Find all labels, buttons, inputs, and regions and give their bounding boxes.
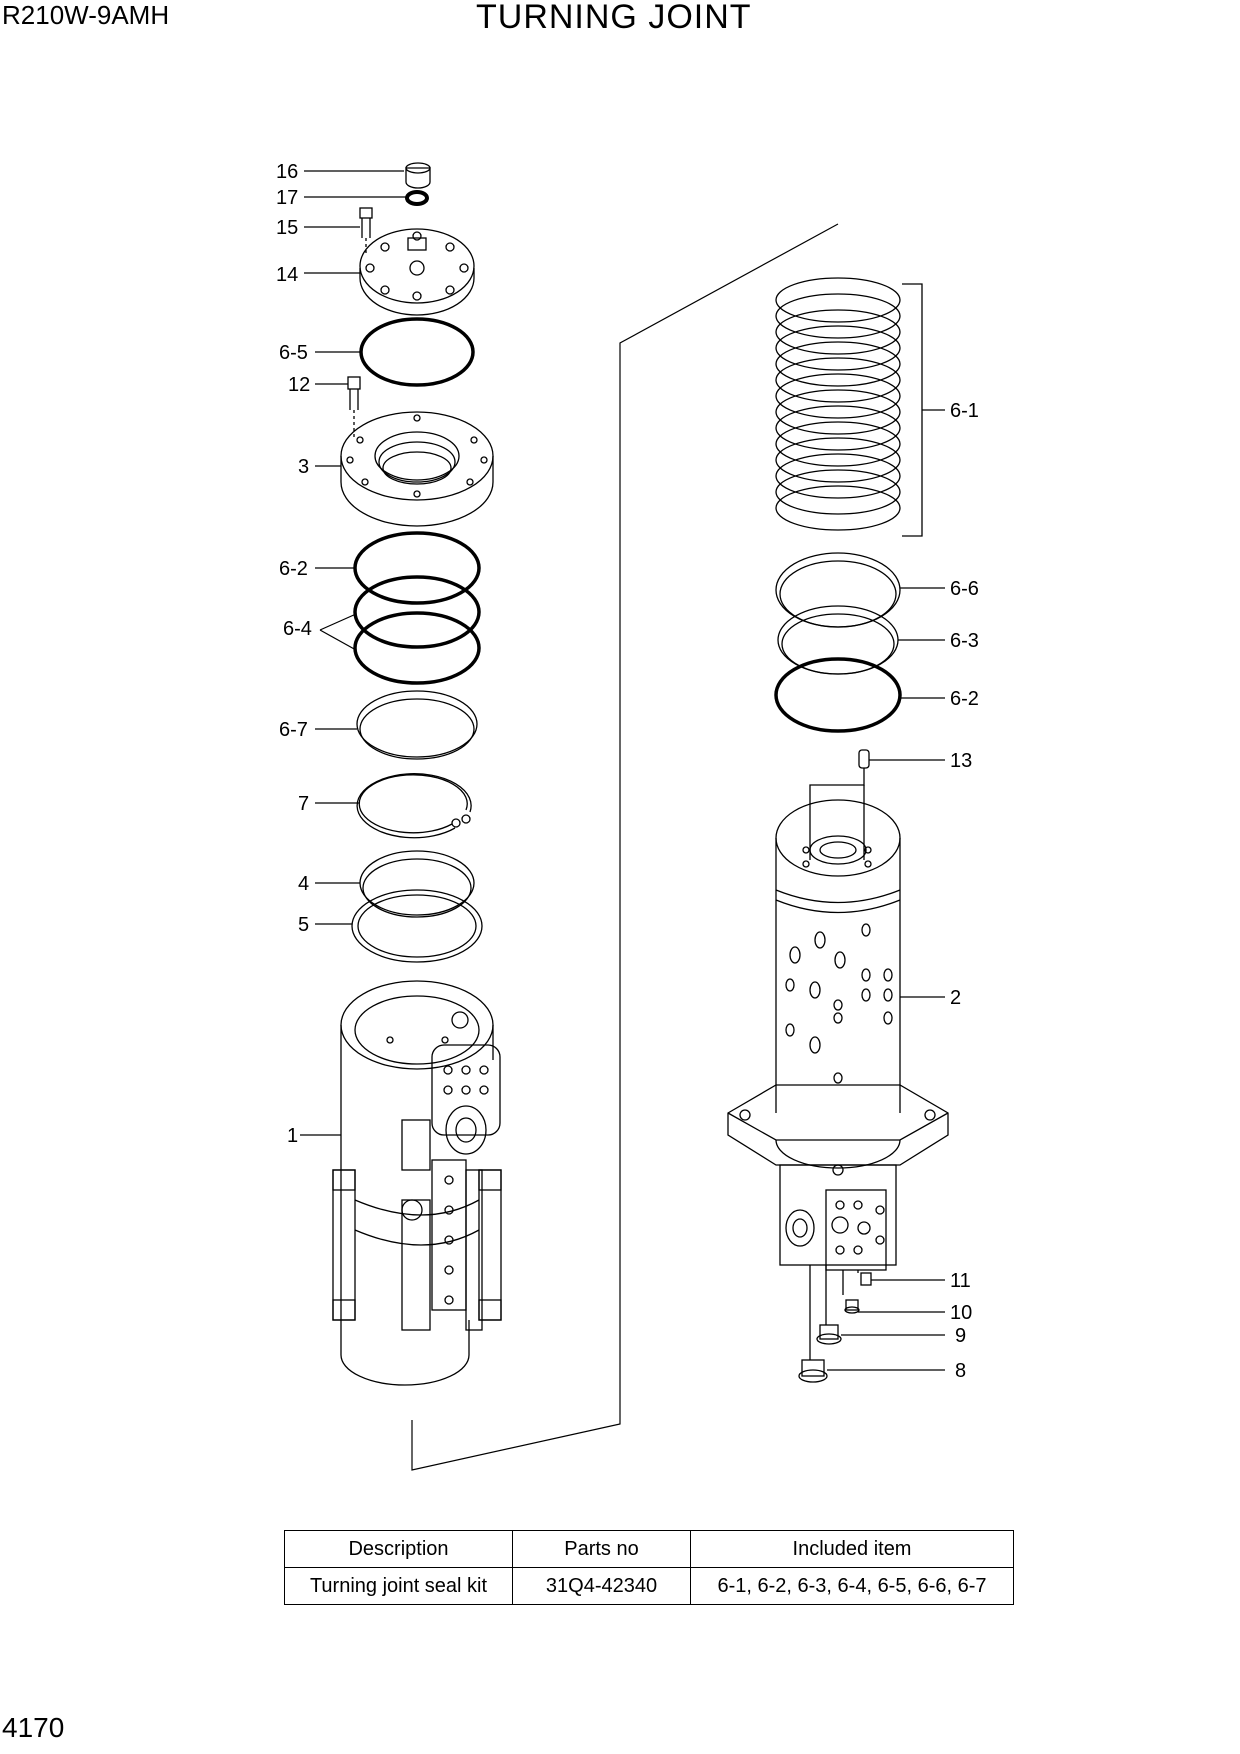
part-ring-4	[359, 850, 475, 918]
part-pin-13	[809, 749, 870, 860]
part-oring-6-5	[359, 317, 475, 387]
callout-label: 12	[288, 374, 310, 396]
callout-label: 6-2	[279, 558, 308, 580]
part-bolt-15	[359, 207, 373, 256]
callout-label: 10	[950, 1302, 972, 1324]
callout-label: 17	[276, 187, 298, 209]
part-snapring-7	[356, 773, 472, 839]
part-plug-16	[405, 162, 431, 189]
model-code: R210W-9AMH	[2, 0, 170, 30]
callout-label: 1	[287, 1125, 298, 1147]
part-shaft-2	[727, 799, 949, 1360]
part-ring-6-6	[775, 552, 901, 628]
page-number: 4170	[2, 1712, 65, 1743]
assembly-connector-line	[411, 223, 839, 1471]
part-oring-6-2-left	[353, 531, 481, 605]
callout-label: 6-2	[950, 688, 979, 710]
part-body-1	[332, 980, 502, 1386]
part-ring-5	[351, 889, 483, 963]
page-title: TURNING JOINT	[476, 0, 752, 36]
callout-label: 14	[276, 264, 298, 286]
table-header-row: Description Parts no Included item	[284, 1530, 1014, 1568]
part-bolt-12	[347, 376, 361, 440]
callout-label: 3	[298, 456, 309, 478]
part-ring-6-3	[777, 605, 899, 675]
leader-lines	[300, 170, 945, 1371]
bracket-6-1	[902, 283, 923, 537]
part-plug-8	[798, 1359, 828, 1383]
callout-label: 9	[955, 1325, 966, 1347]
callout-label: 13	[950, 750, 972, 772]
part-oring-6-4-a	[353, 575, 481, 649]
part-plug-11	[860, 1272, 872, 1286]
part-oring-6-2-right	[774, 657, 902, 733]
callout-label: 4	[298, 873, 309, 895]
part-ring-6-7	[356, 690, 478, 760]
callout-label: 6-4	[283, 618, 312, 640]
table-cell: Turning joint seal kit	[284, 1567, 513, 1605]
callout-label: 2	[950, 987, 961, 1009]
part-ring-17	[405, 190, 429, 206]
table-row: Turning joint seal kit 31Q4-42340 6-1, 6…	[284, 1567, 1014, 1605]
part-oring-6-4-b	[353, 611, 481, 685]
part-plug-9	[816, 1324, 842, 1345]
part-flange-3	[340, 411, 494, 527]
callout-label: 15	[276, 217, 298, 239]
column-header: Description	[284, 1530, 513, 1568]
callout-label: 7	[298, 793, 309, 815]
part-cover-14	[359, 228, 475, 316]
callout-label: 5	[298, 914, 309, 936]
callout-label: 8	[955, 1360, 966, 1382]
callout-label: 11	[950, 1270, 971, 1292]
column-header: Included item	[690, 1530, 1014, 1568]
column-header: Parts no	[512, 1530, 691, 1568]
callout-label: 6-1	[950, 400, 979, 422]
table-cell: 31Q4-42340	[512, 1567, 691, 1605]
table-cell: 6-1, 6-2, 6-3, 6-4, 6-5, 6-6, 6-7	[690, 1567, 1014, 1605]
callout-label: 6-5	[279, 342, 308, 364]
callout-label: 6-3	[950, 630, 979, 652]
part-plug-10	[844, 1299, 860, 1314]
seal-kit-table: Description Parts no Included item Turni…	[284, 1530, 1014, 1605]
part-ringstack-6-1	[775, 277, 901, 531]
callout-labels: 16 17 15 14 6-5 12 3 6-2 6-4 6-7 7 4 5 1…	[276, 161, 979, 1382]
callout-label: 6-6	[950, 578, 979, 600]
callout-label: 16	[276, 161, 298, 183]
callout-label: 6-7	[279, 719, 308, 741]
